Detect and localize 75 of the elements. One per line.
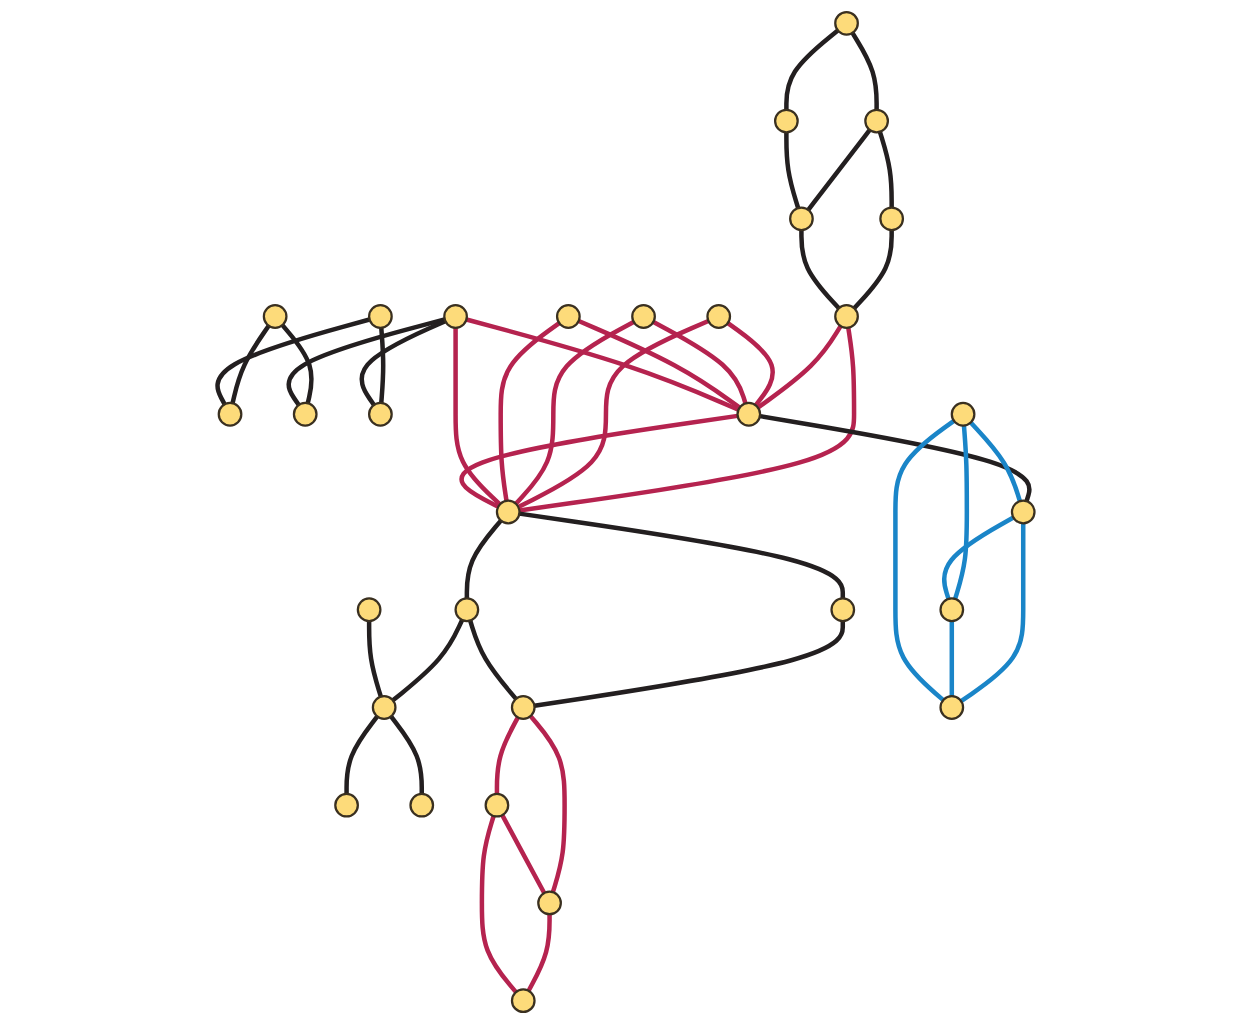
connector bbox=[949, 621, 955, 697]
connector bbox=[519, 511, 846, 599]
node-circle bbox=[510, 695, 536, 720]
connector bbox=[280, 323, 314, 404]
connector bbox=[391, 619, 465, 703]
connector bbox=[517, 318, 710, 509]
node-circle bbox=[834, 10, 859, 36]
connector bbox=[577, 318, 741, 410]
node-circle bbox=[510, 988, 536, 1014]
node-circle bbox=[834, 304, 859, 329]
node-circle bbox=[409, 792, 435, 818]
connector bbox=[286, 317, 446, 407]
node-circle bbox=[789, 206, 814, 232]
node-circle bbox=[262, 304, 288, 329]
connector bbox=[498, 321, 561, 502]
node-circle bbox=[830, 597, 856, 623]
node-circle bbox=[495, 499, 521, 525]
connector bbox=[464, 519, 503, 599]
connector bbox=[494, 716, 520, 794]
node-circle bbox=[356, 597, 382, 623]
node-circle bbox=[555, 304, 581, 329]
connector bbox=[344, 715, 380, 794]
node-circle bbox=[950, 401, 976, 427]
connector bbox=[500, 814, 547, 895]
connector bbox=[852, 230, 894, 310]
node-circle bbox=[879, 206, 905, 232]
node-circle bbox=[334, 792, 359, 818]
node-circle bbox=[939, 597, 965, 623]
connector bbox=[969, 421, 1023, 502]
connector bbox=[459, 413, 738, 509]
node-circle bbox=[292, 401, 318, 427]
node-circle bbox=[371, 695, 397, 720]
connector bbox=[453, 327, 502, 506]
connector bbox=[784, 28, 840, 110]
node-circle bbox=[537, 890, 562, 916]
connector bbox=[468, 619, 518, 701]
connector bbox=[759, 413, 1032, 502]
node-circle bbox=[864, 108, 889, 134]
node-circle bbox=[454, 597, 480, 623]
node-circle bbox=[736, 401, 762, 427]
node-circle bbox=[443, 304, 468, 329]
node-circle bbox=[368, 304, 393, 329]
connector bbox=[534, 621, 846, 708]
connector bbox=[952, 425, 970, 600]
connector bbox=[526, 914, 552, 992]
connector bbox=[959, 523, 1026, 703]
connector bbox=[465, 317, 740, 412]
connector bbox=[756, 324, 843, 410]
node-circle bbox=[484, 792, 510, 818]
node-circle bbox=[774, 108, 799, 134]
connector bbox=[942, 515, 1015, 600]
connector bbox=[652, 319, 748, 405]
connector bbox=[893, 419, 956, 702]
node-circle bbox=[368, 401, 393, 427]
connector bbox=[230, 324, 271, 404]
node-circle bbox=[1010, 499, 1036, 525]
connector bbox=[877, 131, 894, 208]
connector bbox=[726, 321, 775, 407]
connector bbox=[479, 815, 518, 994]
node-circle bbox=[631, 304, 656, 329]
connector bbox=[215, 317, 371, 406]
node-circle bbox=[217, 401, 243, 427]
connector bbox=[514, 319, 635, 506]
connector bbox=[389, 715, 424, 794]
connector bbox=[366, 621, 383, 698]
connector bbox=[806, 128, 872, 212]
connector bbox=[359, 319, 447, 407]
connector bbox=[784, 132, 801, 209]
connector bbox=[379, 327, 386, 404]
connector bbox=[799, 230, 841, 310]
node-circle bbox=[939, 695, 965, 720]
connector bbox=[850, 31, 879, 110]
connector bbox=[528, 714, 567, 893]
connector bbox=[519, 327, 857, 513]
node-circle bbox=[706, 304, 732, 329]
